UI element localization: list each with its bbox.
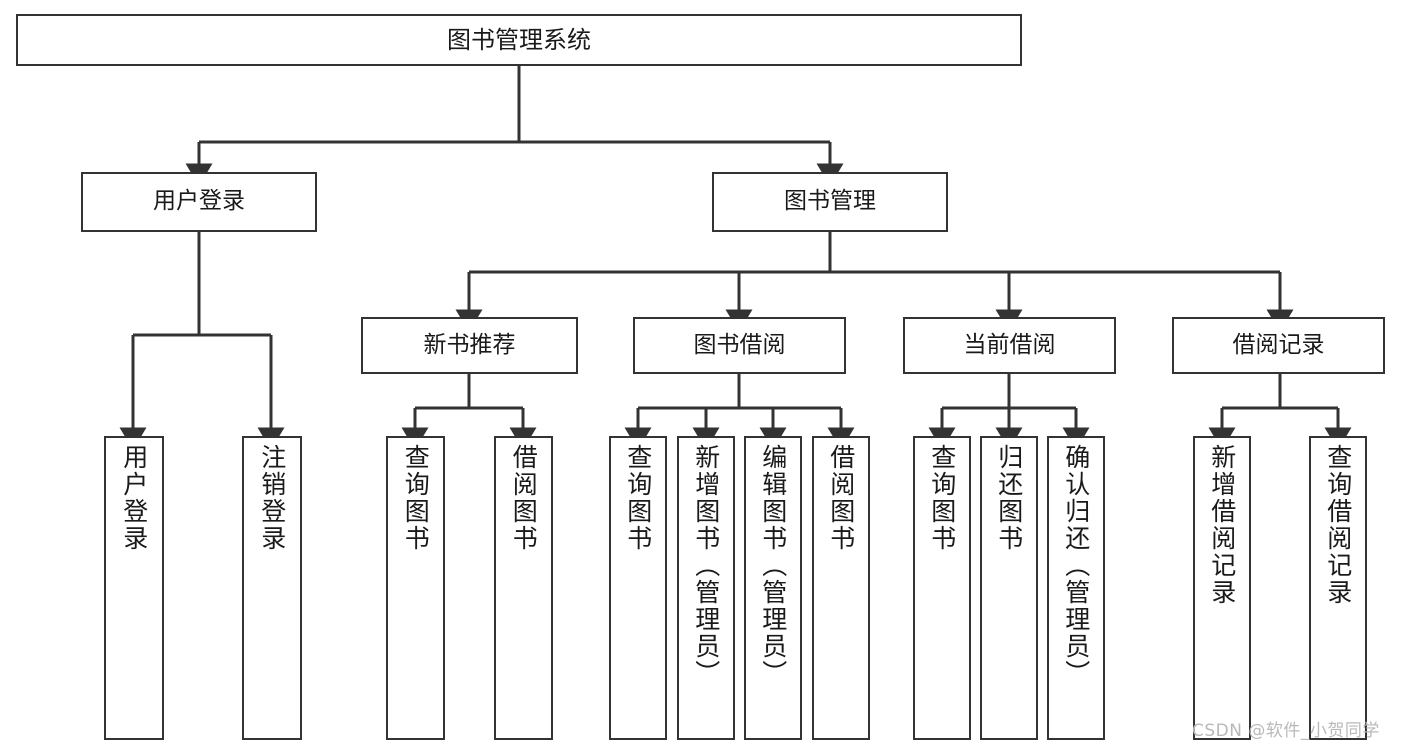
- node-user-login[interactable]: 用户登录: [81, 172, 317, 232]
- leaf-borrow-edit-book-admin[interactable]: 编辑图书（管理员）: [744, 436, 802, 740]
- leaf-borrow-borrow-book[interactable]: 借阅图书: [812, 436, 870, 740]
- node-label: 查询图书: [623, 444, 653, 552]
- node-label: 注销登录: [257, 444, 287, 552]
- node-label: 借阅记录: [1232, 331, 1325, 358]
- node-label: 当前借阅: [963, 331, 1056, 358]
- leaf-borrow-add-book-admin[interactable]: 新增图书（管理员）: [677, 436, 735, 740]
- node-label: 用户登录: [153, 188, 245, 215]
- csdn-watermark: CSDN @软件_小贺同学: [1192, 721, 1380, 741]
- node-label: 新书推荐: [423, 331, 516, 358]
- node-new-book-recommendation[interactable]: 新书推荐: [361, 317, 578, 374]
- node-label: 图书管理: [784, 188, 876, 215]
- leaf-user-login-logout[interactable]: 注销登录: [242, 436, 302, 740]
- node-label: 查询借阅记录: [1323, 444, 1353, 606]
- leaf-borrow-query-book[interactable]: 查询图书: [609, 436, 667, 740]
- node-book-borrowing[interactable]: 图书借阅: [633, 317, 846, 374]
- node-label: 用户登录: [119, 444, 149, 552]
- node-label: 图书借阅: [693, 331, 786, 358]
- node-current-borrowing[interactable]: 当前借阅: [903, 317, 1116, 374]
- leaf-new-book-borrow[interactable]: 借阅图书: [494, 436, 553, 740]
- node-label: 查询图书: [401, 444, 431, 552]
- leaf-records-query-record[interactable]: 查询借阅记录: [1309, 436, 1367, 740]
- leaf-new-book-query[interactable]: 查询图书: [386, 436, 445, 740]
- node-book-management-system[interactable]: 图书管理系统: [16, 14, 1022, 66]
- node-label: 图书管理系统: [447, 25, 591, 54]
- node-label: 归还图书: [994, 444, 1024, 552]
- node-label: 新增借阅记录: [1207, 444, 1237, 606]
- leaf-current-return-book[interactable]: 归还图书: [980, 436, 1038, 740]
- leaf-records-add-record[interactable]: 新增借阅记录: [1193, 436, 1251, 740]
- leaf-current-query-book[interactable]: 查询图书: [913, 436, 971, 740]
- node-label: 借阅图书: [826, 444, 856, 552]
- node-label: 借阅图书: [509, 444, 539, 552]
- leaf-user-login-login[interactable]: 用户登录: [104, 436, 164, 740]
- node-label: 新增图书（管理员）: [691, 444, 721, 687]
- node-label: 编辑图书（管理员）: [758, 444, 788, 687]
- node-label: 查询图书: [927, 444, 957, 552]
- node-label: 确认归还（管理员）: [1061, 444, 1091, 687]
- node-borrow-records[interactable]: 借阅记录: [1172, 317, 1385, 374]
- node-book-management[interactable]: 图书管理: [712, 172, 948, 232]
- leaf-current-confirm-return-admin[interactable]: 确认归还（管理员）: [1047, 436, 1105, 740]
